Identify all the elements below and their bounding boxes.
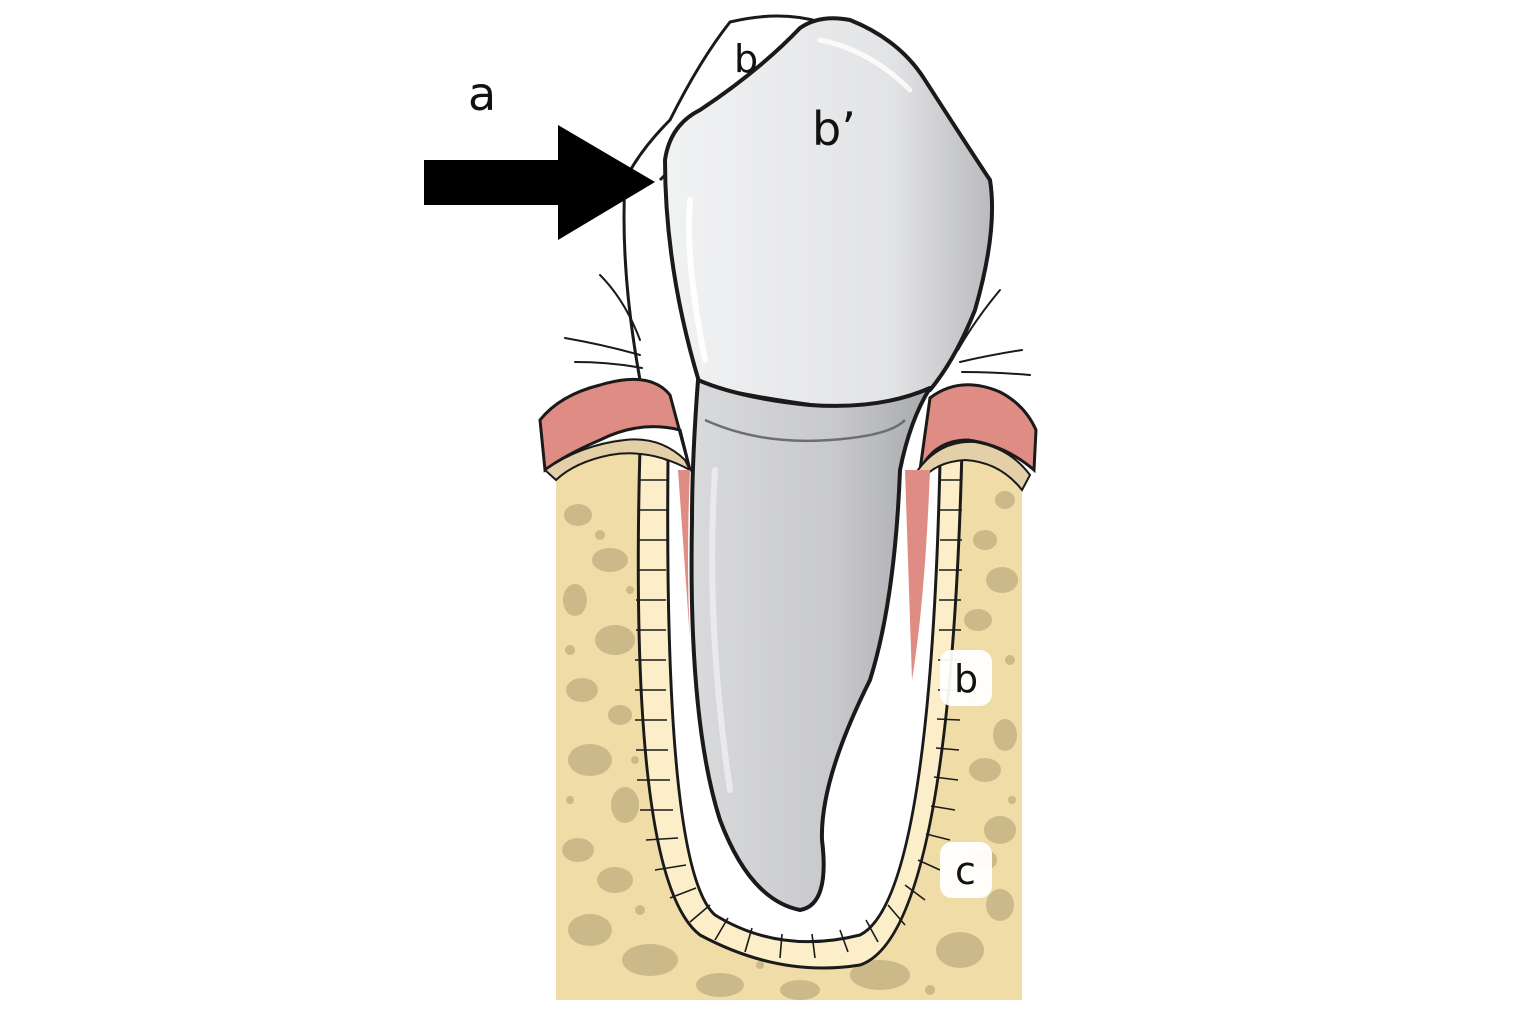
cemento-enamel-junction [704, 418, 906, 443]
ligament-fibres [635, 479, 962, 959]
gingiva [538, 377, 1038, 680]
crown-highlight-top [817, 37, 913, 93]
bone-trabeculae [562, 491, 1018, 1000]
label-force: a [468, 67, 496, 121]
motion-lines [564, 274, 1031, 376]
tooth-root [689, 378, 932, 912]
force-arrow [424, 125, 655, 240]
label-bone: c [955, 849, 976, 893]
label-ligament-box: b [940, 650, 992, 706]
crown-highlight [686, 197, 708, 363]
label-original-outline: b [734, 37, 758, 81]
displaced-tooth [663, 16, 995, 912]
label-ligament: b [954, 657, 978, 701]
label-bone-box: c [940, 842, 992, 898]
root-highlight [709, 467, 733, 793]
label-displaced-tooth: b’ [812, 102, 856, 156]
